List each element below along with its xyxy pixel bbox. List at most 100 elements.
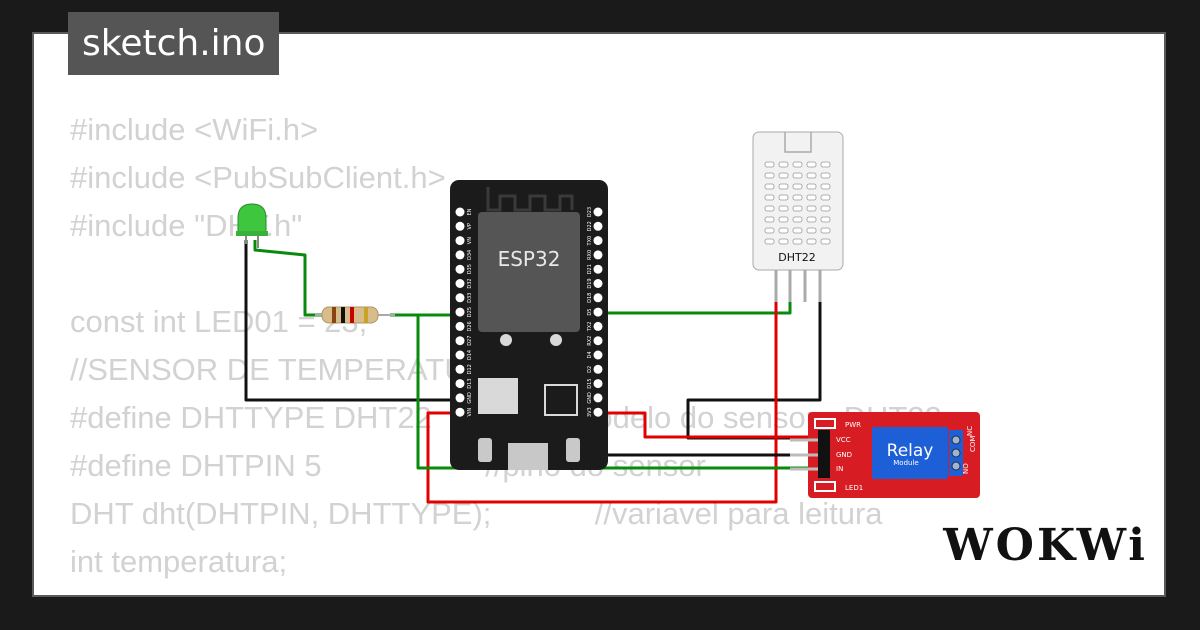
esp32-pin-label: 3V3 (587, 407, 593, 417)
wire-dht-gnd (686, 300, 826, 440)
dht22-vent (820, 172, 831, 179)
relay-module[interactable]: PWR LED1 VCC GND IN Relay Module NO COM … (790, 412, 980, 498)
wokwi-logo: WOKWi (943, 520, 1148, 571)
relay-led-1: LED1 (845, 484, 863, 492)
relay-pin-in: IN (836, 465, 843, 473)
esp32-pin-label: RX2 (587, 336, 593, 346)
esp32-pin-label: VP (467, 223, 473, 229)
esp32-pin-label: D15 (587, 378, 593, 388)
file-tab[interactable]: sketch.ino (68, 12, 280, 75)
esp32-pin-right[interactable] (593, 221, 603, 231)
dht22-vent (778, 172, 789, 179)
dht22-vent (806, 172, 817, 179)
esp32-pin-right[interactable] (593, 379, 603, 389)
esp32-pin-left[interactable] (455, 350, 465, 360)
relay-label: Relay (887, 441, 934, 461)
esp32-pin-label: D27 (467, 336, 473, 346)
esp32-pin-right[interactable] (593, 250, 603, 260)
relay-terminal-no: NO (962, 463, 970, 474)
esp32-pin-label: D19 (587, 278, 593, 288)
esp32-pin-right[interactable] (593, 321, 603, 331)
esp32-pin-label: D21 (587, 264, 593, 274)
relay-terminal-nc: NC (966, 426, 974, 436)
dht22-vent (820, 161, 831, 168)
dht22-vent (806, 161, 817, 168)
esp32-chip (478, 212, 580, 332)
esp32-pin-label: D26 (467, 321, 473, 331)
dht22-vent (792, 238, 803, 245)
wire-relay-in (416, 315, 826, 470)
dht22-sensor[interactable]: DHT22 (752, 131, 844, 302)
esp32-pin-left[interactable] (455, 279, 465, 288)
esp32-pin-left[interactable] (455, 321, 465, 331)
wire-relay-gnd (595, 398, 826, 457)
dht22-vent (820, 183, 831, 190)
esp32-pin-left[interactable] (455, 207, 465, 217)
esp32-pin-label: D5 (587, 309, 593, 316)
esp32-pin-left[interactable] (455, 250, 465, 260)
relay-pin-vcc: VCC (836, 436, 851, 444)
code-line: int Temp 250 // mostrador do luz (70, 592, 650, 595)
dht22-vent (778, 161, 789, 168)
esp32-board[interactable]: ESP32 ENVPVND34D35D32D33D25D26D27D14D12D… (450, 180, 608, 470)
esp32-pin-label: RX0 (587, 250, 593, 260)
esp32-pin-left[interactable] (455, 236, 465, 246)
dht22-vent (778, 194, 789, 201)
relay-pin-gnd: GND (836, 451, 852, 459)
dht22-vent (778, 216, 789, 223)
esp32-pin-label: D12 (467, 364, 473, 374)
esp32-pin-right[interactable] (593, 279, 603, 288)
en-button[interactable] (478, 438, 492, 462)
esp32-pin-right[interactable] (593, 293, 603, 303)
green-led[interactable] (236, 203, 268, 248)
esp32-pin-label: D25 (467, 307, 473, 317)
esp32-pin-left[interactable] (455, 221, 465, 231)
boot-button[interactable] (566, 438, 580, 462)
dht22-vent (764, 172, 775, 179)
esp32-pin-label: D22 (587, 221, 593, 231)
esp32-pin-right[interactable] (593, 264, 603, 274)
code-line: DHT dht(DHTPIN, DHTTYPE); //variavel par… (70, 496, 883, 531)
esp32-pin-left[interactable] (455, 293, 465, 303)
dht22-vent (764, 238, 775, 245)
dht22-vent (792, 183, 803, 190)
code-line: #include <PubSubClient.h> (70, 160, 446, 195)
esp32-pin-right[interactable] (593, 207, 603, 217)
esp32-pin-right[interactable] (593, 393, 603, 403)
esp32-pin-left[interactable] (455, 407, 465, 417)
esp32-pin-label: D35 (467, 264, 473, 274)
esp32-pin-left[interactable] (455, 393, 465, 403)
dht22-vent (792, 161, 803, 168)
esp32-pin-right[interactable] (593, 336, 603, 346)
dht22-vent (764, 216, 775, 223)
usb-uart-chip (544, 384, 578, 416)
wire-3v3-dht (426, 300, 778, 504)
esp32-pin-right[interactable] (593, 236, 603, 246)
dht22-vent (806, 194, 817, 201)
dht22-vent (806, 183, 817, 190)
esp32-pin-label: VIN (467, 408, 473, 417)
voltage-regulator (478, 378, 518, 414)
esp32-pin-label: D23 (587, 207, 593, 217)
esp32-pin-right[interactable] (593, 307, 603, 317)
esp32-pin-left[interactable] (455, 336, 465, 346)
dht22-grille (764, 161, 831, 245)
usb-port (508, 443, 548, 470)
esp32-pin-label: GND (467, 392, 473, 404)
esp32-pin-right[interactable] (593, 407, 603, 417)
dht22-vent (792, 194, 803, 201)
esp32-pin-left[interactable] (455, 379, 465, 389)
esp32-pin-left[interactable] (455, 307, 465, 317)
resistor[interactable] (315, 306, 395, 324)
esp32-pin-right[interactable] (593, 364, 603, 374)
esp32-pin-left[interactable] (455, 364, 465, 374)
dht22-vent (820, 238, 831, 245)
esp32-left-pins: ENVPVND34D35D32D33D25D26D27D14D12D13GNDV… (455, 207, 473, 417)
relay-terminal-com: COM (969, 436, 977, 452)
esp32-pin-right[interactable] (593, 350, 603, 360)
esp32-pin-left[interactable] (455, 264, 465, 274)
esp32-pin-label: D34 (467, 250, 473, 260)
esp32-pin-label: GND (587, 392, 593, 404)
